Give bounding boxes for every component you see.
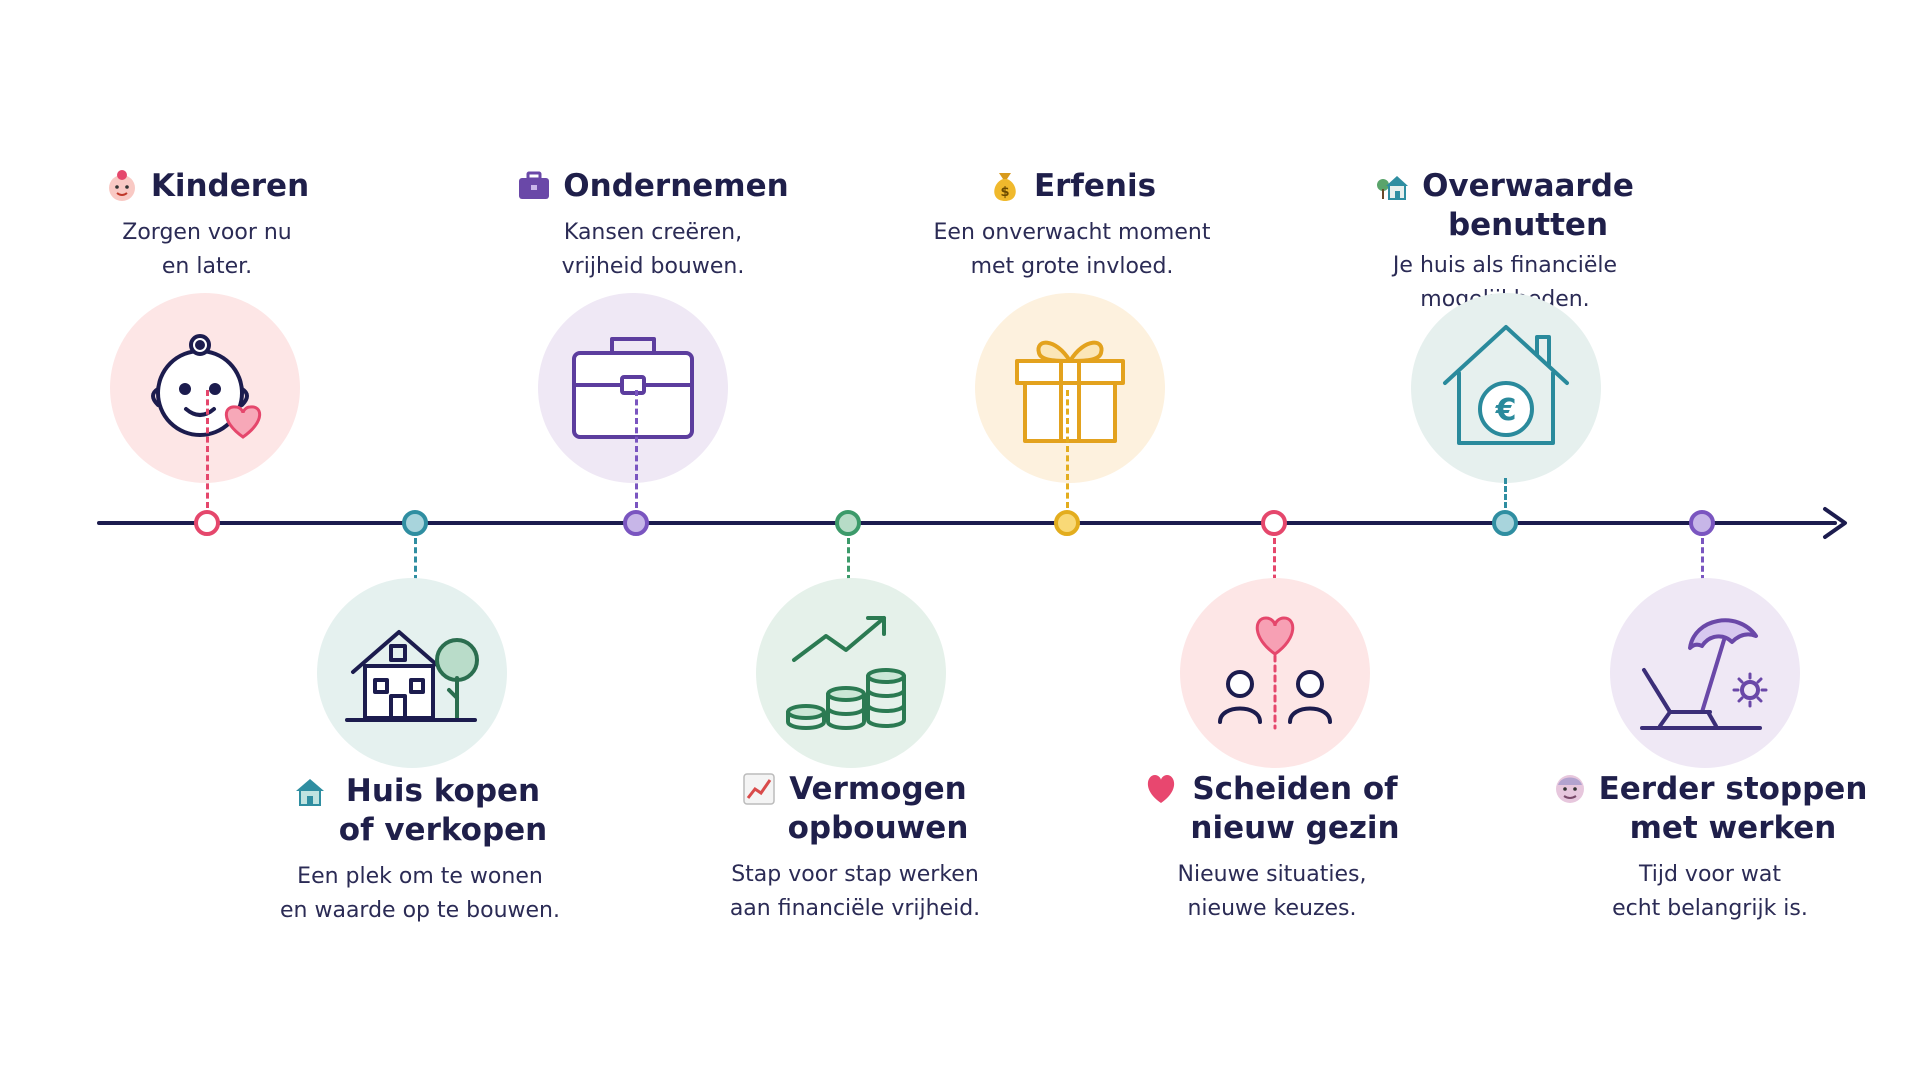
timeline-node-ondernemen [623, 510, 649, 536]
desc-line: Zorgen voor nu [122, 220, 292, 245]
baby-emoji [108, 170, 135, 201]
desc-line: en waarde op te bouwen. [280, 898, 560, 923]
timeline-node-vermogen [835, 510, 861, 536]
milestone-scheiden: Scheiden of nieuw gezin Nieuwe situaties… [1092, 770, 1452, 926]
desc-line: vrijheid bouwen. [561, 254, 745, 279]
desc-line: Een onverwacht moment [933, 220, 1211, 245]
milestone-description: Een onverwacht moment met grote invloed. [892, 216, 1252, 284]
milestone-erfenis: $ Erfenis Een onverwacht moment met grot… [892, 167, 1252, 284]
milestone-description: Een plek om te wonen en waarde op te bou… [240, 860, 600, 928]
timeline-node-stoppen [1689, 510, 1715, 536]
icon-circle-overwaarde: € [1411, 293, 1601, 483]
gift-icon [1015, 340, 1125, 443]
house-tree-icon [345, 630, 479, 722]
title-line: Huis kopen [345, 773, 541, 809]
milestone-description: Nieuwe situaties, nieuwe keuzes. [1092, 858, 1452, 926]
timeline-node-kinderen [194, 510, 220, 536]
title-line: Kinderen [150, 168, 310, 204]
title-line: Eerder stoppen [1598, 771, 1868, 807]
milestone-title: Scheiden of nieuw gezin [1092, 770, 1452, 848]
milestone-description: Je huis als financiële mogelijkheden. [1325, 249, 1685, 317]
milestone-huis: Huis kopen of verkopen Een plek om te wo… [240, 772, 600, 928]
desc-line: Nieuwe situaties, [1177, 862, 1367, 887]
connector-ondernemen [635, 390, 638, 508]
title-line: nieuw gezin [1190, 810, 1400, 846]
title-line: Vermogen [789, 771, 967, 807]
chart-emoji [742, 773, 775, 805]
icon-circle-scheiden [1180, 578, 1370, 768]
milestone-description: Zorgen voor nu en later. [27, 216, 387, 284]
icon-circle-kinderen [110, 293, 300, 483]
milestone-title: $ Erfenis [892, 167, 1252, 206]
desc-line: Stap voor stap werken [731, 862, 979, 887]
connector-overwaarde [1504, 478, 1507, 508]
desc-line: aan financiële vrijheid. [729, 896, 981, 921]
title-line: Ondernemen [563, 168, 789, 204]
title-line: of verkopen [338, 812, 548, 848]
milestone-overwaarde: Overwaarde benutten Je huis als financië… [1325, 167, 1685, 317]
timeline-line [97, 521, 1837, 525]
connector-erfenis [1066, 390, 1069, 508]
icon-circle-stoppen [1610, 578, 1800, 768]
milestone-title: Ondernemen [473, 167, 833, 206]
money-bag-emoji: $ [994, 173, 1016, 201]
desc-line: nieuwe keuzes. [1187, 896, 1357, 921]
timeline-node-huis [402, 510, 428, 536]
milestone-vermogen: Vermogen opbouwen Stap voor stap werken … [675, 770, 1035, 926]
milestone-kinderen: Kinderen Zorgen voor nu en later. [27, 167, 387, 284]
milestone-title: Huis kopen of verkopen [240, 772, 600, 850]
house-euro-icon: € [1443, 325, 1569, 445]
icon-circle-erfenis [975, 293, 1165, 483]
two-people-heart-icon [1218, 616, 1332, 730]
title-line: Erfenis [1033, 168, 1157, 204]
house-emoji [295, 779, 324, 806]
icon-circle-huis [317, 578, 507, 768]
title-line: benutten [1447, 207, 1609, 243]
title-line: Scheiden of [1192, 771, 1398, 807]
coins-growth-icon [786, 616, 906, 730]
connector-kinderen [206, 390, 209, 508]
title-line: opbouwen [787, 810, 969, 846]
milestone-title: Vermogen opbouwen [675, 770, 1035, 848]
milestone-title: Eerder stoppen met werken [1530, 770, 1890, 848]
milestone-title: Kinderen [27, 167, 387, 206]
milestone-title: Overwaarde benutten [1325, 167, 1685, 245]
desc-line: Je huis als financiële [1392, 253, 1618, 278]
title-line: met werken [1629, 810, 1837, 846]
milestone-description: Tijd voor wat echt belangrijk is. [1530, 858, 1890, 926]
timeline-node-scheiden [1261, 510, 1287, 536]
beach-chair-icon [1640, 618, 1768, 730]
timeline-node-erfenis [1054, 510, 1080, 536]
icon-circle-vermogen [756, 578, 946, 768]
heart-emoji [1148, 775, 1175, 803]
milestone-description: Kansen creëren, vrijheid bouwen. [473, 216, 833, 284]
desc-line: en later. [161, 254, 253, 279]
connector-scheiden [1273, 538, 1276, 608]
timeline-arrow-icon [1823, 507, 1847, 539]
icon-circle-ondernemen [538, 293, 728, 483]
desc-line: Tijd voor wat [1638, 862, 1782, 887]
older-person-emoji [1555, 775, 1584, 803]
milestone-description: Stap voor stap werken aan financiële vri… [675, 858, 1035, 926]
briefcase-emoji [519, 171, 550, 199]
title-line: Overwaarde [1422, 168, 1634, 204]
desc-line: Kansen creëren, [563, 220, 743, 245]
milestone-ondernemen: Ondernemen Kansen creëren, vrijheid bouw… [473, 167, 833, 284]
house-garden-emoji [1377, 176, 1409, 200]
baby-icon [151, 334, 262, 439]
svg-text:$: $ [1000, 185, 1009, 200]
timeline-node-overwaarde [1492, 510, 1518, 536]
milestone-stoppen: Eerder stoppen met werken Tijd voor wat … [1530, 770, 1890, 926]
svg-text:€: € [1495, 393, 1517, 428]
desc-line: met grote invloed. [970, 254, 1174, 279]
desc-line: Een plek om te wonen [297, 864, 543, 889]
briefcase-icon [572, 337, 694, 439]
desc-line: echt belangrijk is. [1612, 896, 1808, 921]
